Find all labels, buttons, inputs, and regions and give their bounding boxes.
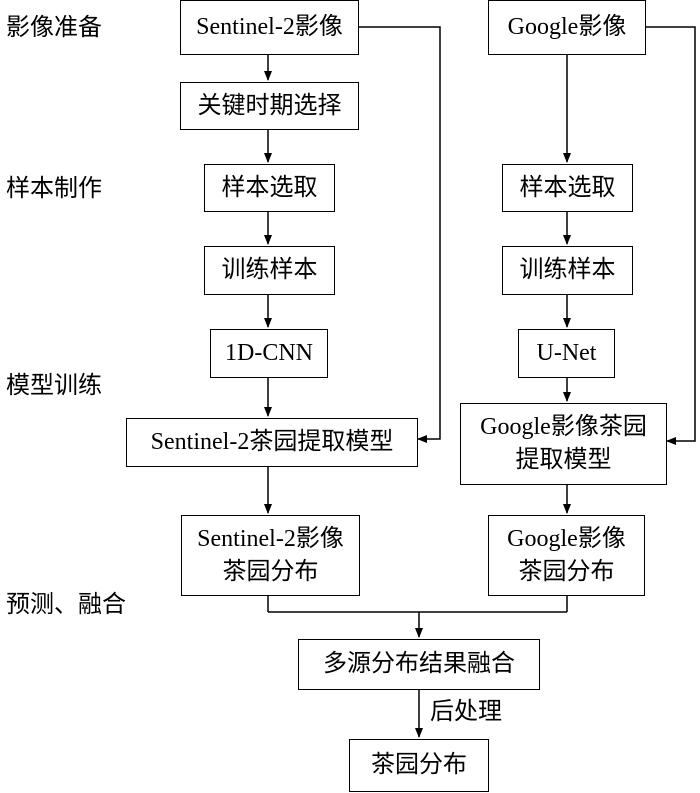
sentinel-distribution-line2: 茶园分布: [222, 558, 319, 585]
key-period-box: 关键时期选择: [180, 82, 359, 130]
sentinel-image-box: Sentinel-2影像: [180, 0, 359, 55]
left-sample-select-label: 样本选取: [221, 174, 318, 201]
stage-label-predict-fuse: 预测、融合: [6, 592, 126, 618]
final-distribution-box: 茶园分布: [349, 739, 489, 792]
right-sample-select-box: 样本选取: [502, 164, 633, 212]
unet-box: U-Net: [518, 329, 615, 378]
stage-label-sample-making: 样本制作: [6, 176, 102, 202]
sentinel-distribution-box: Sentinel-2影像 茶园分布: [181, 515, 360, 596]
google-model-box: Google影像茶园 提取模型: [460, 403, 667, 485]
left-train-samples-box: 训练样本: [204, 246, 335, 295]
sentinel-model-box: Sentinel-2茶园提取模型: [126, 418, 418, 467]
right-train-samples-label: 训练样本: [519, 257, 616, 283]
stage-label-imagery-prep: 影像准备: [6, 15, 102, 41]
fusion-label: 多源分布结果融合: [323, 651, 515, 677]
arrow-sentinel-to-model-left: [359, 26, 441, 443]
google-distribution-line2: 茶园分布: [518, 558, 615, 585]
stage-label-model-training: 模型训练: [6, 373, 102, 399]
fusion-box: 多源分布结果融合: [298, 639, 540, 690]
cnn-box: 1D-CNN: [210, 329, 328, 378]
google-image-box: Google影像: [488, 0, 646, 55]
key-period-label: 关键时期选择: [197, 92, 342, 119]
sentinel-image-label: Sentinel-2影像: [196, 14, 343, 40]
cnn-label: 1D-CNN: [225, 340, 313, 366]
unet-label: U-Net: [536, 340, 597, 366]
sentinel-distribution-line1: Sentinel-2影像: [197, 525, 344, 552]
left-train-samples-label: 训练样本: [221, 257, 318, 283]
google-image-label: Google影像: [507, 14, 627, 40]
google-model-line2: 提取模型: [515, 447, 612, 473]
google-model-line1: Google影像茶园: [480, 414, 647, 440]
google-distribution-box: Google影像 茶园分布: [488, 515, 645, 596]
sentinel-model-label: Sentinel-2茶园提取模型: [150, 429, 394, 455]
right-train-samples-box: 训练样本: [502, 246, 633, 295]
final-distribution-label: 茶园分布: [371, 752, 467, 778]
left-sample-select-box: 样本选取: [204, 164, 335, 212]
postprocess-label: 后处理: [430, 699, 502, 725]
arrow-google-to-model-right: [646, 26, 696, 445]
right-sample-select-label: 样本选取: [519, 174, 616, 201]
google-distribution-line1: Google影像: [507, 525, 626, 552]
